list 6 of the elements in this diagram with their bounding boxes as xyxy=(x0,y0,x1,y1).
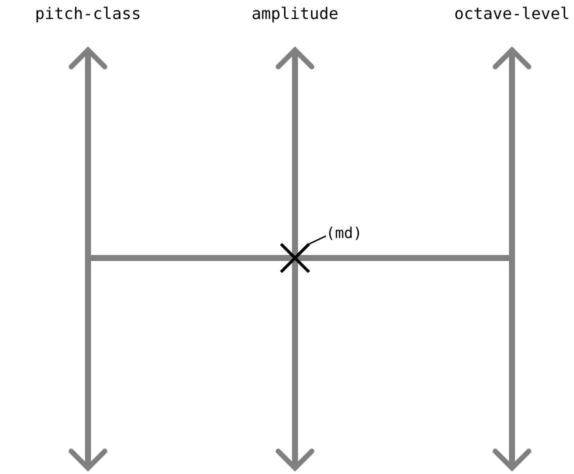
point-label: (md) xyxy=(326,224,362,242)
axis-label: amplitude xyxy=(252,4,338,23)
axis-label: pitch-class xyxy=(35,4,141,23)
cross-mark xyxy=(280,242,310,274)
leader-line xyxy=(308,235,326,245)
axis-label: octave-level xyxy=(454,4,570,23)
